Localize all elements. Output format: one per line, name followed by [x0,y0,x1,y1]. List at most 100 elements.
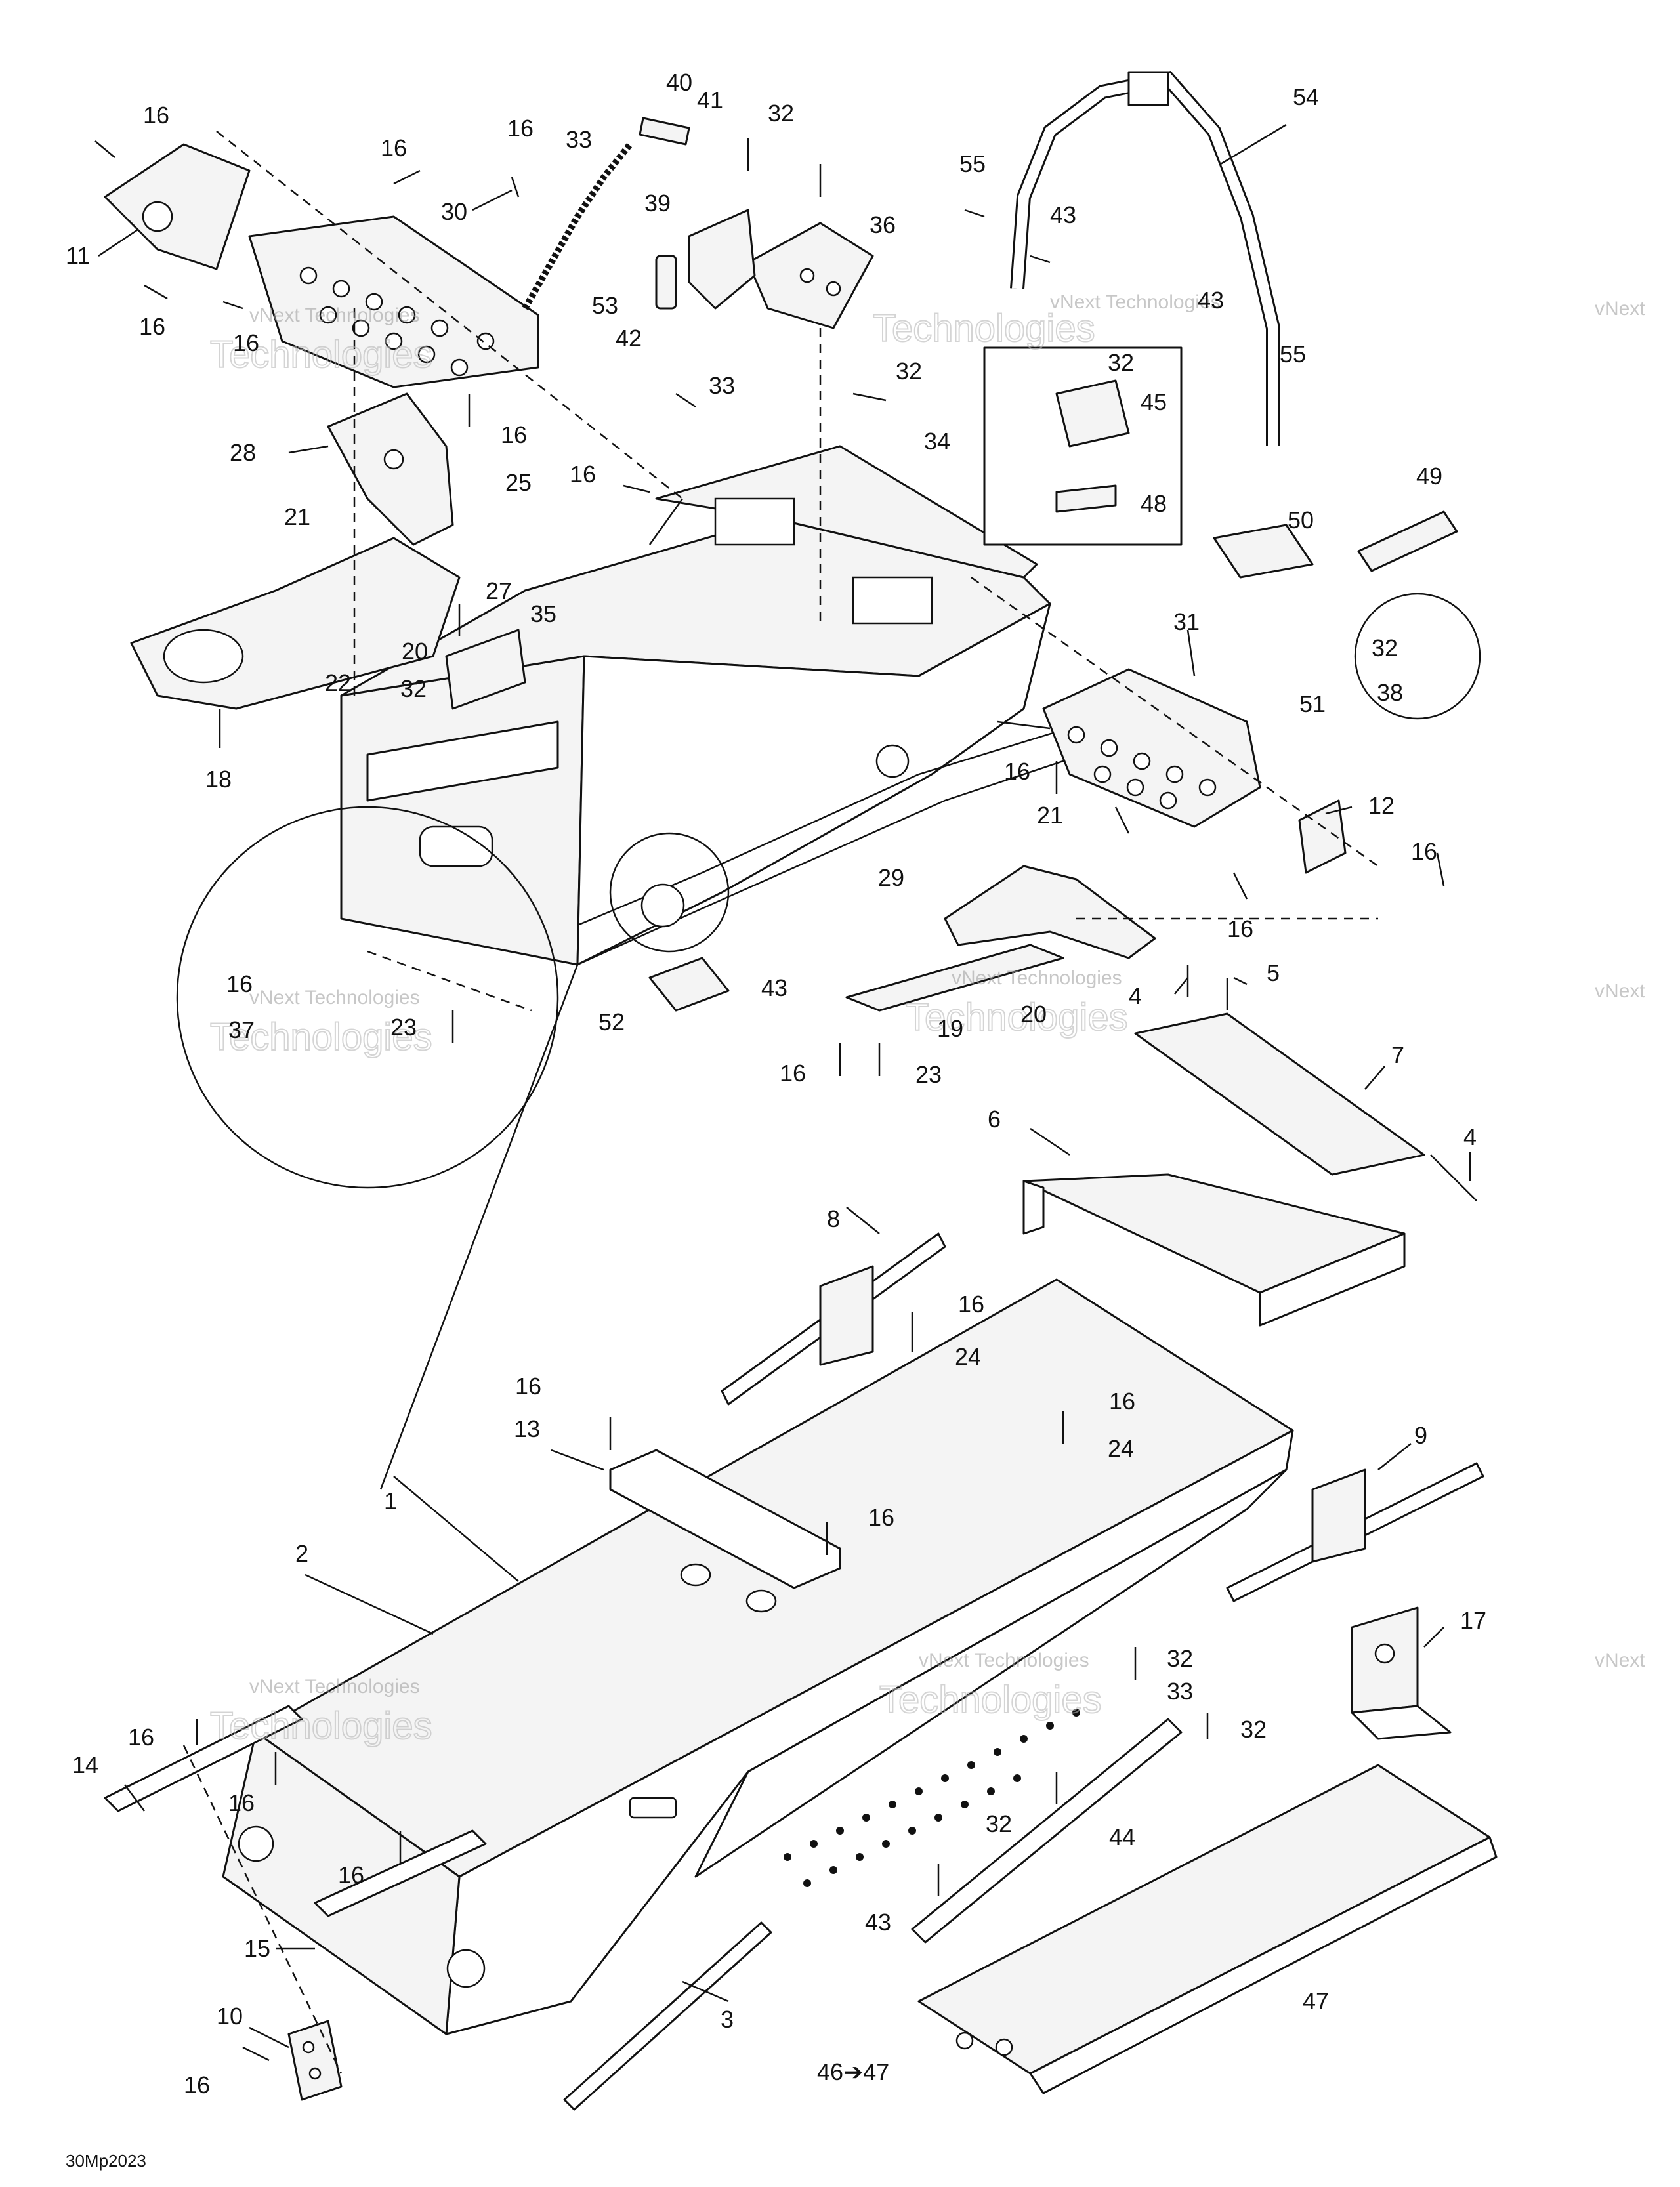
svg-text:Technologies: Technologies [210,333,432,376]
callout: 46➔47 [817,2058,889,2085]
watermarks: vNext Technologies Technologies vNext Te… [209,291,1645,1748]
bracket-8-plate [819,1265,874,1366]
pan-18 [130,537,461,710]
rod-3 [563,1921,772,2111]
callout: 28 [230,439,256,466]
callout: 24 [955,1343,981,1370]
callout: 49 [1416,463,1442,489]
callout: 16 [143,102,169,129]
callout: 33 [709,372,735,399]
callout: 16 [1227,915,1253,942]
svg-text:vNext Technologies: vNext Technologies [1050,291,1221,313]
callout: 32 [1167,1645,1193,1672]
bracket-13 [609,1449,841,1589]
callout: 43 [761,974,788,1001]
callout: 33 [566,126,592,153]
callout: 40 [666,69,692,96]
callout: 55 [1280,341,1306,367]
rail-14 [104,1705,303,1812]
callout: 21 [1037,802,1063,829]
callout: 20 [402,638,428,665]
front-frame [340,445,1103,966]
callout: 23 [390,1014,417,1041]
callout: 4 [1129,982,1142,1009]
svg-text:Technologies: Technologies [873,307,1095,350]
callout: 44 [1109,1823,1135,1850]
rail-44 [911,1718,1183,1944]
cable-39 [522,142,633,310]
callout: 21 [284,503,310,530]
callout: 42 [616,325,642,352]
callout: 16 [226,970,253,997]
part-49 [1357,510,1458,572]
callout: 54 [1293,83,1319,110]
plate-7 [1134,1012,1425,1176]
bracket-28 [327,392,454,546]
callout: 33 [1167,1678,1193,1705]
svg-text:vNext: vNext [1595,980,1645,1002]
callout: 45 [1141,388,1167,415]
callout: 16 [338,1862,364,1888]
svg-text:vNext Technologies: vNext Technologies [919,1650,1089,1671]
detail-circle-right [1354,593,1481,720]
callout: 16 [1411,838,1437,865]
detail-circle-main [609,832,730,953]
plate-36 [747,222,874,329]
callout: 16 [958,1291,984,1318]
bracket-29 [944,865,1156,959]
callout: 18 [205,766,232,793]
leader-lines [98,123,1471,2049]
callout: 32 [1240,1716,1267,1743]
callout: 41 [697,87,723,114]
bracket-19 [845,944,1064,1012]
plate-48 [1055,484,1117,513]
callout: 39 [644,190,671,217]
callout: 30 [441,198,467,225]
callout: 36 [870,211,896,238]
callout: 38 [1377,679,1403,706]
callout: 8 [827,1205,840,1232]
callout: 32 [768,100,794,127]
callout: 17 [1460,1607,1486,1634]
bracket-11 [104,143,251,270]
inset-box [983,346,1183,546]
callout: 32 [986,1810,1012,1837]
svg-text:Technologies: Technologies [906,996,1128,1039]
spacer-53 [655,255,677,310]
bracket-42 [688,209,756,310]
callout: 15 [244,1935,270,1962]
callout: 14 [72,1751,98,1778]
callout: 22 [325,669,351,696]
callout: 3 [721,2006,734,2033]
callout: 32 [1372,635,1398,661]
callout: 16 [1004,758,1030,785]
callout: 53 [592,292,618,319]
callout: 16 [501,421,527,448]
rail-15 [314,1829,487,1917]
svg-text:Technologies: Technologies [879,1678,1102,1721]
callout: 16 [1109,1388,1135,1415]
callout: 50 [1288,507,1314,533]
callout: 16 [515,1373,541,1400]
callout: 29 [878,864,904,891]
clip-45 [1055,379,1130,448]
callout: 20 [1020,1001,1047,1028]
drawing-code: 30Mp2023 [66,2151,146,2171]
callout: 2 [295,1540,308,1567]
callout: 16 [228,1789,255,1816]
svg-text:vNext Technologies: vNext Technologies [952,967,1122,989]
callout: 12 [1368,792,1395,819]
panel-47 [917,1764,1498,2094]
callout: 51 [1299,690,1326,717]
svg-text:vNext: vNext [1595,298,1645,320]
callout: 32 [896,358,922,385]
bracket-50 [1213,524,1314,579]
callout: 11 [66,242,90,269]
bracket-12 [1298,799,1347,874]
callout: 4 [1463,1123,1477,1150]
callout: 25 [505,469,532,496]
callout: 43 [865,1909,891,1936]
callout: 48 [1141,490,1167,517]
fasteners [94,138,1477,2062]
